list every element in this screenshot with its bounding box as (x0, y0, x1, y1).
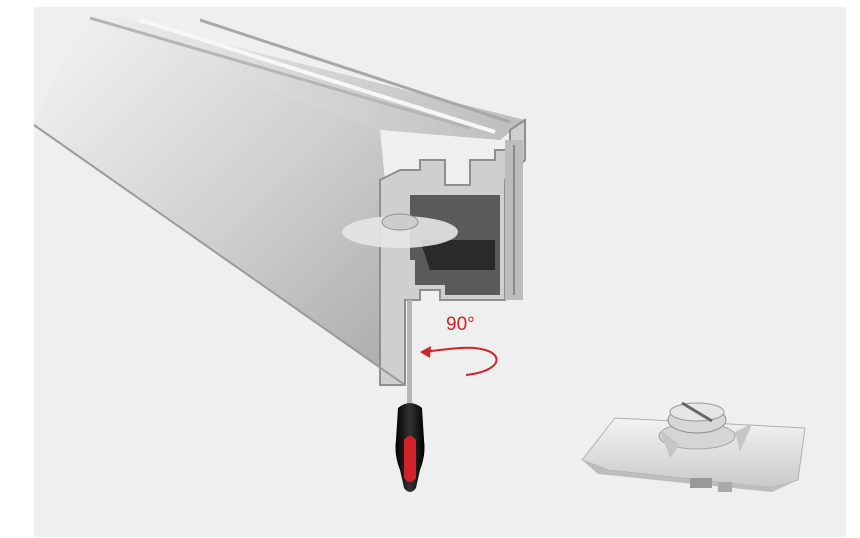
aluminium-profile-icon (33, 16, 526, 386)
clamp-fitting-icon (581, 401, 806, 492)
rotation-angle-label: 90° (446, 314, 475, 335)
screwdriver-icon (395, 300, 425, 492)
rotation-arrow-icon (420, 346, 498, 376)
